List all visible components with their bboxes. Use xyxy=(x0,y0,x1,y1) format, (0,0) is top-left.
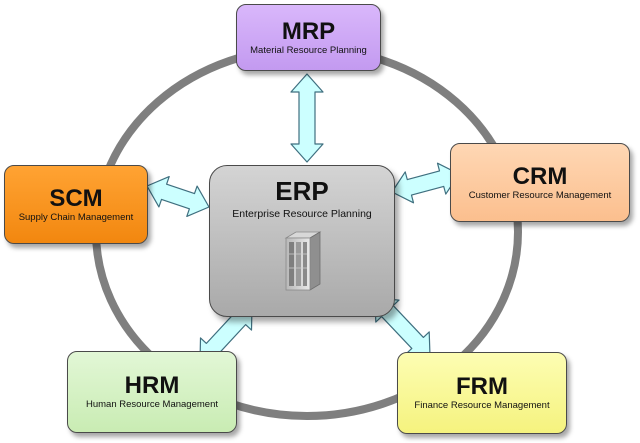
mrp-abbreviation: MRP xyxy=(281,17,336,45)
scm-full-name: Supply Chain Management xyxy=(18,211,134,223)
mrp-module: MRP Material Resource Planning xyxy=(236,4,381,71)
mrp-full-name: Material Resource Planning xyxy=(250,44,367,56)
arrow-erp-scm xyxy=(146,176,210,217)
hrm-full-name: Human Resource Management xyxy=(85,399,218,410)
frm-abbreviation: FRM xyxy=(456,373,508,400)
erp-abbreviation: ERP xyxy=(275,176,329,206)
crm-module: CRM Customer Resource Management xyxy=(450,143,630,222)
hrm-abbreviation: HRM xyxy=(124,372,180,399)
arrow-erp-crm xyxy=(391,162,460,204)
crm-full-name: Customer Resource Management xyxy=(468,189,612,201)
frm-module: FRM Finance Resource Management xyxy=(397,352,567,434)
server-icon xyxy=(284,231,322,291)
scm-abbreviation: SCM xyxy=(49,184,103,212)
frm-full-name: Finance Resource Management xyxy=(414,400,550,411)
hrm-module: HRM Human Resource Management xyxy=(67,351,237,433)
arrow-erp-mrp xyxy=(290,73,324,163)
erp-full-name: Enterprise Resource Planning xyxy=(232,208,372,220)
scm-module: SCM Supply Chain Management xyxy=(4,165,148,244)
erp-hub: ERP Enterprise Resource Planning xyxy=(209,165,395,317)
crm-abbreviation: CRM xyxy=(512,162,568,190)
